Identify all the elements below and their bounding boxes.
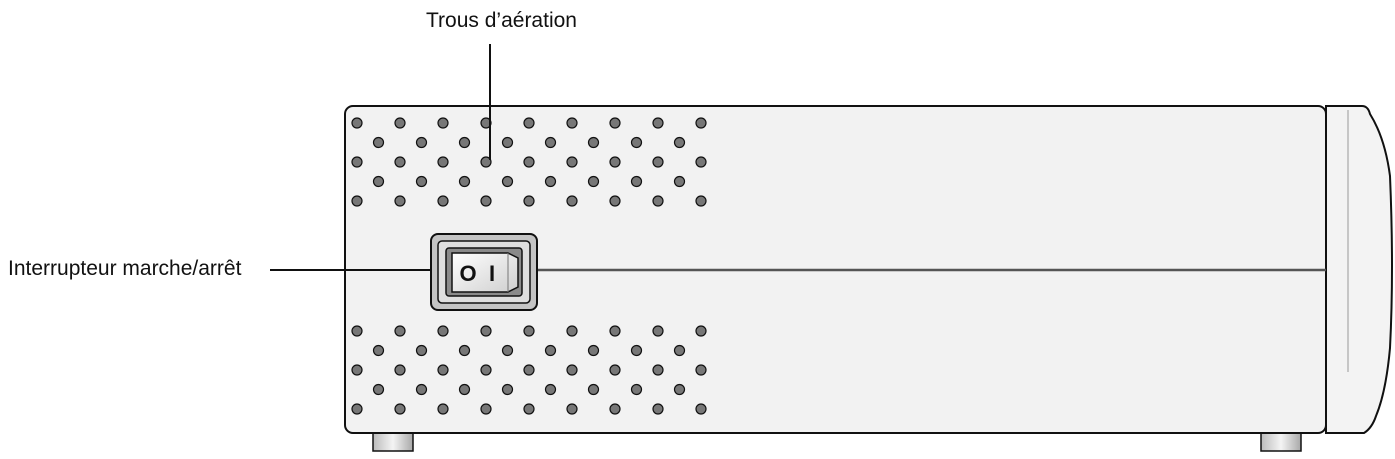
- vent-hole: [458, 383, 471, 396]
- vent-hole: [544, 175, 557, 188]
- vent-hole: [415, 344, 428, 357]
- vent-grid-bottom: [351, 325, 707, 415]
- vent-hole: [501, 383, 514, 396]
- vent-hole: [437, 364, 449, 376]
- vent-hole: [695, 156, 707, 168]
- vent-hole: [501, 175, 514, 188]
- vent-hole: [351, 117, 363, 129]
- vent-hole: [394, 117, 406, 129]
- vent-hole: [652, 325, 664, 337]
- vent-hole: [523, 195, 535, 207]
- vent-hole: [480, 195, 492, 207]
- vent-hole: [501, 136, 514, 149]
- vent-hole: [566, 325, 578, 337]
- vent-grid-top: [351, 117, 707, 207]
- right-end-cap: [1325, 105, 1393, 434]
- vent-hole: [652, 117, 664, 129]
- vent-hole: [609, 325, 621, 337]
- vent-hole: [501, 344, 514, 357]
- vent-hole: [566, 117, 578, 129]
- vent-hole: [394, 364, 406, 376]
- vent-hole: [437, 195, 449, 207]
- vent-hole: [523, 117, 535, 129]
- vent-hole: [609, 117, 621, 129]
- vent-hole: [609, 403, 621, 415]
- vent-hole: [544, 344, 557, 357]
- vent-hole: [609, 364, 621, 376]
- vent-hole: [437, 325, 449, 337]
- vent-hole: [587, 344, 600, 357]
- vent-hole: [630, 175, 643, 188]
- vent-hole: [523, 364, 535, 376]
- vent-hole: [394, 325, 406, 337]
- vent-hole: [544, 136, 557, 149]
- vent-hole: [372, 383, 385, 396]
- vent-hole: [437, 117, 449, 129]
- vent-hole: [544, 383, 557, 396]
- power-switch-label: Interrupteur marche/arrêt: [8, 257, 242, 280]
- vent-hole: [437, 156, 449, 168]
- vent-hole: [351, 403, 363, 415]
- vent-hole: [415, 383, 428, 396]
- vent-hole: [372, 344, 385, 357]
- vent-hole: [652, 195, 664, 207]
- vent-hole: [372, 136, 385, 149]
- vent-hole: [566, 156, 578, 168]
- vent-hole: [695, 364, 707, 376]
- vent-hole: [480, 403, 492, 415]
- vent-hole: [523, 325, 535, 337]
- switch-off-symbol: O: [459, 261, 476, 286]
- vent-hole: [695, 195, 707, 207]
- vent-hole: [587, 175, 600, 188]
- vent-hole: [652, 403, 664, 415]
- vent-hole: [587, 136, 600, 149]
- vent-hole: [566, 364, 578, 376]
- vent-hole: [415, 136, 428, 149]
- vent-hole: [652, 156, 664, 168]
- vent-hole: [351, 364, 363, 376]
- vent-hole: [394, 195, 406, 207]
- vent-hole: [480, 325, 492, 337]
- power-switch[interactable]: O I: [430, 233, 538, 311]
- vent-hole: [458, 175, 471, 188]
- right-foot: [1260, 432, 1302, 452]
- vent-hole: [415, 175, 428, 188]
- vent-hole: [695, 325, 707, 337]
- vent-hole: [630, 383, 643, 396]
- vent-hole: [630, 344, 643, 357]
- left-foot: [372, 432, 414, 452]
- vent-hole: [437, 403, 449, 415]
- vent-hole: [566, 195, 578, 207]
- vent-hole: [523, 403, 535, 415]
- vent-hole: [372, 175, 385, 188]
- vent-hole: [695, 403, 707, 415]
- vent-hole: [587, 383, 600, 396]
- vent-hole: [394, 156, 406, 168]
- vent-hole: [630, 136, 643, 149]
- vent-hole: [523, 156, 535, 168]
- vent-hole: [673, 175, 686, 188]
- vent-hole: [609, 195, 621, 207]
- vent-hole: [695, 117, 707, 129]
- vent-hole: [458, 344, 471, 357]
- vent-hole: [351, 195, 363, 207]
- vent-hole: [351, 156, 363, 168]
- vent-hole: [351, 325, 363, 337]
- switch-on-symbol: I: [489, 261, 495, 286]
- vent-hole: [566, 403, 578, 415]
- vent-hole: [673, 136, 686, 149]
- vent-hole: [458, 136, 471, 149]
- vents-label: Trous d’aération: [426, 9, 577, 32]
- vent-hole: [652, 364, 664, 376]
- vent-hole: [480, 364, 492, 376]
- vent-hole: [480, 156, 492, 168]
- vent-hole: [673, 344, 686, 357]
- vent-hole: [673, 383, 686, 396]
- vent-hole: [394, 403, 406, 415]
- vent-hole: [609, 156, 621, 168]
